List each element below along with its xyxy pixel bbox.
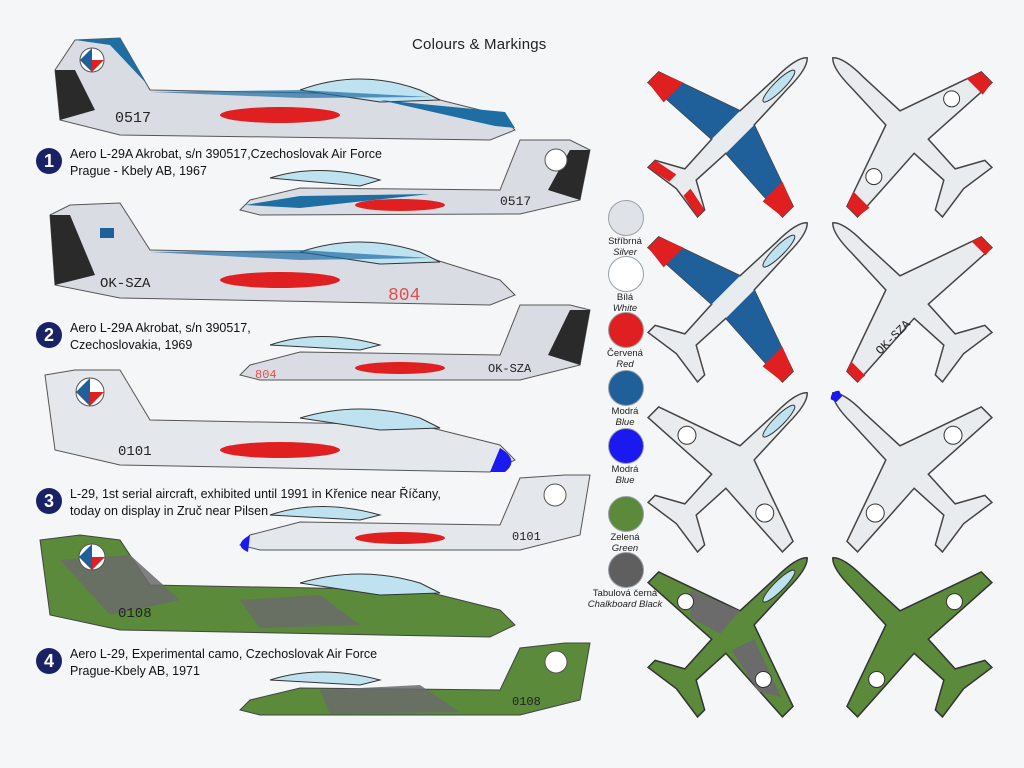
plan-2-top xyxy=(640,154,876,426)
swatch-red xyxy=(608,312,644,348)
scheme-number-badge: 4 xyxy=(36,648,62,674)
scheme-number-badge: 2 xyxy=(36,322,62,348)
scheme-4-line1: Aero L-29, Experimental camo, Czechoslov… xyxy=(70,647,378,661)
profile-1-serial-right: 0517 xyxy=(500,194,531,209)
scheme-3-line2: today on display in Zruč near Pilsen xyxy=(70,504,269,518)
profile-1-right: 0517 xyxy=(239,139,591,216)
plan-2-bottom: OK-SZA xyxy=(764,154,1024,426)
profile-1-serial: 0517 xyxy=(115,110,151,127)
profile-3-serial: 0101 xyxy=(118,444,152,460)
swatch-white xyxy=(608,256,644,292)
scheme-4-line2: Prague-Kbely AB, 1971 xyxy=(70,664,200,678)
plan-3-top xyxy=(640,324,876,596)
scheme-3-line1: L-29, 1st serial aircraft, exhibited unt… xyxy=(70,487,441,501)
scheme-number-badge: 1 xyxy=(36,148,62,174)
scheme-number-badge: 3 xyxy=(36,488,62,514)
swatch-silver xyxy=(608,200,644,236)
page-title: Colours & Markings xyxy=(412,36,547,53)
plan-3-bottom xyxy=(764,324,1024,596)
profile-4-serial-right: 0108 xyxy=(512,695,541,709)
swatch-blue-bright xyxy=(608,428,644,464)
profile-2-right: 804 OK-SZA xyxy=(239,304,591,382)
profile-2-code-right: 804 xyxy=(255,368,277,382)
profile-2-left: OK-SZA 804 xyxy=(49,202,516,306)
profile-2-serial: OK-SZA xyxy=(100,276,151,292)
plan-1-top xyxy=(640,30,876,261)
profile-3-left: 0101 xyxy=(44,369,516,473)
profile-3-serial-right: 0101 xyxy=(512,530,541,544)
scheme-2-line2: Czechoslovakia, 1969 xyxy=(70,338,193,352)
profile-4-serial: 0108 xyxy=(118,606,152,622)
plan-4-top xyxy=(640,489,876,720)
swatch-chalkboard-black xyxy=(608,552,644,588)
scheme-2-line1: Aero L-29A Akrobat, s/n 390517, xyxy=(70,321,251,335)
swatch-green xyxy=(608,496,644,532)
side-profile-artwork: 0517 0517 OK-SZA 804 804 OK-SZA xyxy=(39,37,591,716)
profile-1-left: 0517 xyxy=(54,37,516,141)
plan-view-artwork: OK-SZA xyxy=(640,30,1024,720)
plan-1-bottom xyxy=(764,30,1024,261)
profile-3-right: 0101 xyxy=(239,474,591,552)
plan-4-bottom xyxy=(764,489,1024,720)
profile-4-right: 0108 xyxy=(239,642,591,716)
profile-2-code: 804 xyxy=(388,286,420,306)
profile-4-left: 0108 xyxy=(39,534,516,638)
scheme-1-line2: Prague - Kbely AB, 1967 xyxy=(70,164,207,178)
swatch-blue-dark xyxy=(608,370,644,406)
profile-2-serial-right: OK-SZA xyxy=(488,362,532,376)
scheme-1-line1: Aero L-29A Akrobat, s/n 390517,Czechoslo… xyxy=(70,147,382,161)
